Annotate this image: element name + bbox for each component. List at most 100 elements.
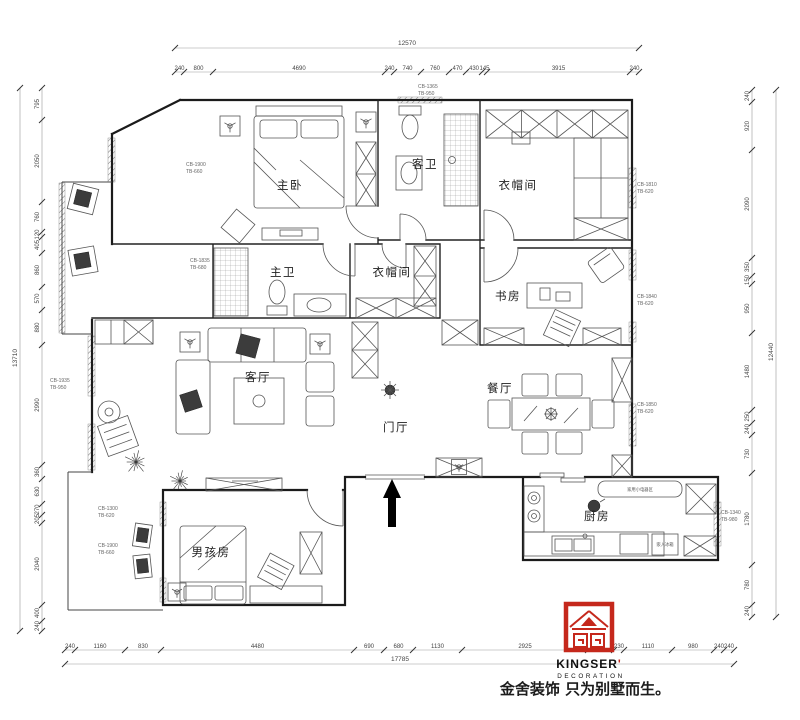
svg-text:TB-950: TB-950 [50,385,67,391]
guest-bath-door [399,213,427,241]
ceiling-fan-icon [355,111,377,133]
logo-emblem [563,601,615,653]
ceiling-fan-icon [309,333,331,355]
bedroom-tv-bench [261,227,319,241]
cabinet-xbox [573,217,629,241]
doors [306,205,519,527]
bedroom-lounge-chair [220,208,256,244]
cloakroom-mid-door [381,243,407,269]
dim-top-0: 240 [174,66,185,72]
dim-total-left: 13710 [12,349,19,367]
kitchen-slider-panel [539,472,565,478]
dim-left-14: 400 [35,607,41,618]
dim-chain-right: 2409202090350150950148025024073017807802… [745,86,780,621]
master-bath-door [322,243,356,277]
balcony-chairs-upper [66,182,100,277]
svg-text:CB-1300: CB-1300 [98,506,118,512]
room-label-foyer: 门厅 [383,420,409,434]
dim-right-7: 250 [745,411,751,422]
dim-left-0: 795 [35,98,41,109]
foyer-lamp [381,381,399,399]
cabinet-xbox [299,531,323,575]
svg-text:TB-660: TB-660 [186,169,203,175]
dim-bottom-7: 2925 [518,644,532,650]
dim-left-3: 120 [35,229,41,240]
svg-text:CB-1935: CB-1935 [50,378,70,384]
dim-bottom-4: 690 [364,644,375,650]
dim-right-6: 1480 [745,364,751,378]
dim-bottom-2: 830 [138,644,149,650]
dim-top-9: 3915 [552,66,566,72]
boys-tv-bench [205,477,283,492]
dim-top-7: 430 [469,66,480,72]
exterior-walls [90,98,720,607]
generated-symbols [123,109,717,602]
furniture [66,105,683,605]
svg-text:TB-620: TB-620 [637,409,654,415]
room-labels: 主卧 客卫 衣帽间 主卫 衣帽间 书房 客厅 餐厅 门厅 厨房 男孩房 家用小电… [192,157,675,559]
kitchen-fixtures [523,480,683,557]
dim-top-2: 4690 [292,66,306,72]
kitchen-appliance-area-note: 家用小电器区 [627,486,653,493]
dim-left-6: 570 [35,293,41,304]
study-door [483,247,519,283]
guest-bath-fixtures [395,105,479,207]
dim-bottom-11: 980 [688,644,699,650]
cabinet-xbox [351,321,379,379]
ceiling-fan-icon [219,115,241,137]
balcony-chairs-lower [131,522,153,580]
cloakroom-top-door [483,209,515,241]
svg-text:TB-950: TB-950 [418,91,435,97]
dim-left-13: 2040 [35,557,41,571]
dim-top-4: 740 [402,66,413,72]
cabinet-xbox [485,109,629,139]
dim-right-4: 150 [745,274,751,285]
entry-door-sill [365,474,425,480]
dim-left-2: 760 [35,211,41,222]
svg-text:TB-680: TB-680 [190,265,207,271]
brand-logo: KINGSER' DECORATION 金舍装饰 只为别墅而生。 [499,601,670,698]
room-label-cloakroom-mid: 衣帽间 [373,265,412,279]
svg-text:CB-1850: CB-1850 [637,402,657,408]
room-label-cloakroom-top: 衣帽间 [499,178,538,192]
cabinet-xbox [355,141,377,207]
dim-right-11: 780 [745,579,751,590]
svg-text:CB-1810: CB-1810 [637,182,657,188]
dim-top-5: 760 [430,66,441,72]
cabinet-xbox [685,483,717,515]
boys-room-door [306,489,344,527]
room-label-boys-room: 男孩房 [192,546,231,559]
dim-bottom-3: 4480 [251,644,265,650]
dim-left-11: 270 [35,504,41,515]
room-label-kitchen: 厨房 [584,510,610,523]
ceiling-fan-icon [167,582,187,602]
cabinet-xbox [683,535,717,557]
room-label-master-bath: 主卫 [270,266,296,279]
dim-left-10: 630 [35,486,41,497]
dim-bottom-13: 240 [724,644,735,650]
dim-left-8: 2990 [35,398,41,412]
dim-right-5: 950 [745,303,751,314]
interior-walls [91,99,633,346]
brand-name: KINGSER' [556,657,622,671]
dim-bottom-5: 680 [393,644,404,650]
master-bed [253,105,345,209]
dim-top-10: 240 [629,66,640,72]
master-bedroom-door [345,205,379,239]
svg-text:CB-1365: CB-1365 [418,84,438,90]
cabinet-xbox [483,327,525,346]
boys-desk [249,552,323,604]
dim-bottom-1: 1160 [94,644,108,650]
kitchen-built-in-note: 嵌入冰箱 [656,541,674,548]
cabinet-xbox [582,327,622,346]
dim-bottom-10: 1110 [642,644,655,650]
room-label-study: 书房 [495,290,521,303]
plant-icon [169,470,188,490]
